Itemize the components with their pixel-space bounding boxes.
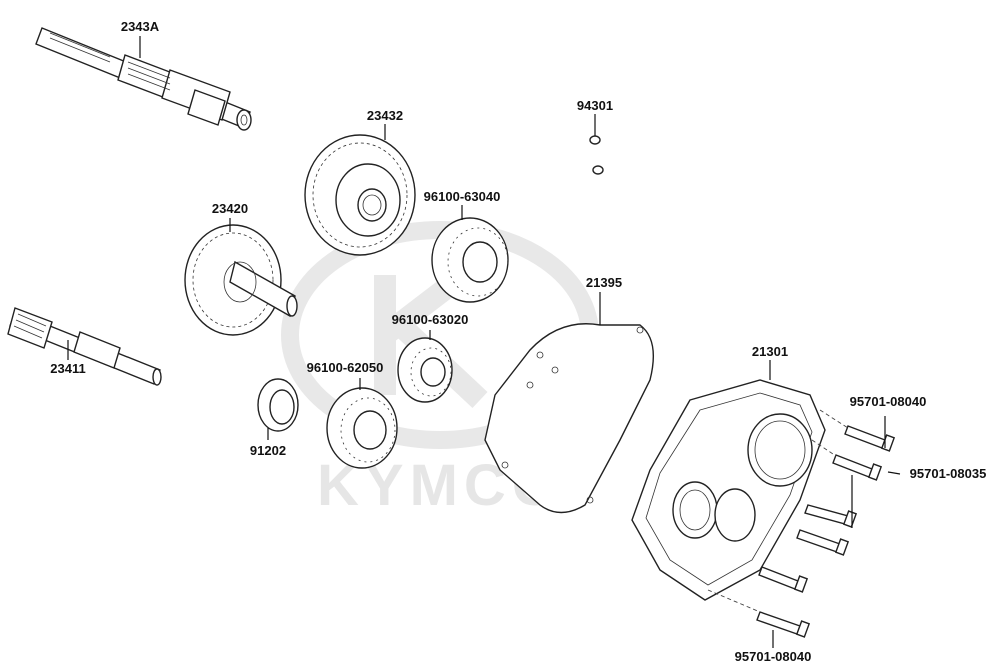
part-label-23432: 23432 xyxy=(367,108,403,123)
part-label-91202: 91202 xyxy=(250,443,286,458)
bolt xyxy=(796,529,850,556)
part-label-21301: 21301 xyxy=(752,344,788,359)
bolt xyxy=(756,611,811,638)
part-label-96100-63020: 96100-63020 xyxy=(392,312,469,327)
bearing-62050-part xyxy=(326,378,398,469)
part-label-23420: 23420 xyxy=(212,201,248,216)
bearing-63040-part xyxy=(431,217,509,303)
oil-seal-part xyxy=(257,378,299,440)
part-label-94301: 94301 xyxy=(577,98,613,113)
part-label-95701-08040-top: 95701-08040 xyxy=(850,394,927,409)
drive-shaft-part xyxy=(7,307,162,386)
part-label-95701-08035: 95701-08035 xyxy=(910,466,987,481)
main-shaft-part xyxy=(35,27,252,131)
leader-lines xyxy=(139,36,463,232)
part-label-96100-63040: 96100-63040 xyxy=(424,189,501,204)
part-label-95701-08040-bottom: 95701-08040 xyxy=(735,649,812,664)
bolt xyxy=(758,566,809,593)
transmission-cover-part xyxy=(631,360,826,601)
part-label-23411: 23411 xyxy=(50,361,85,376)
gasket-part xyxy=(484,292,654,514)
part-label-2343a: 2343A xyxy=(121,19,160,34)
driven-gear-part xyxy=(304,134,416,256)
dowel-pin-part xyxy=(589,114,604,175)
part-label-21395: 21395 xyxy=(586,275,622,290)
bearing-63020-part xyxy=(397,330,453,403)
bolt xyxy=(832,454,883,481)
part-label-96100-62050: 96100-62050 xyxy=(307,360,384,375)
counter-gear-part xyxy=(184,224,298,336)
bolt xyxy=(844,425,896,452)
bolt-group xyxy=(707,409,901,648)
bolt xyxy=(804,504,858,528)
